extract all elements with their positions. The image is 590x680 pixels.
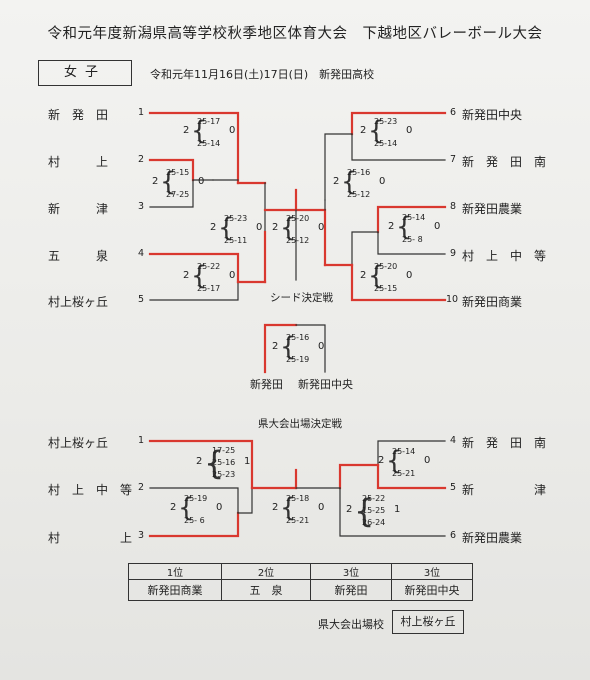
- rank-value: 新発田中央: [391, 579, 473, 601]
- team-name: 新 津: [462, 483, 547, 497]
- team-name: 新発田農業: [462, 531, 523, 545]
- bracket-line: [377, 440, 446, 466]
- team-name: 新 発 田 南: [462, 436, 547, 450]
- team-seed: 4: [138, 248, 145, 259]
- team-name: 村 上: [48, 531, 133, 545]
- team-name: 村 上 中 等: [462, 249, 547, 263]
- team-name: 新 発 田 南: [462, 155, 547, 169]
- division-label: 女子: [38, 60, 132, 86]
- bracket-line: [149, 487, 239, 514]
- bracket-line: [148, 511, 240, 538]
- page-title: 令和元年度新潟県高等学校秋季地区体育大会 下越地区バレーボール大会: [47, 26, 543, 42]
- team-seed: 8: [450, 201, 457, 212]
- rank-header: 3位: [310, 563, 392, 580]
- team-name: 新発田商業: [462, 295, 523, 309]
- bracket-line: [350, 263, 447, 302]
- date-venue: 令和元年11月16日(土)17日(日) 新発田高校: [150, 68, 375, 81]
- team-name: 村 上: [48, 155, 109, 169]
- ranking-table: 1位 2位 3位 3位 新発田商業 五 泉 新発田 新発田中央: [128, 563, 473, 601]
- team-seed: 3: [138, 530, 145, 541]
- bracket-line: [324, 133, 353, 201]
- team-name: 新発田中央: [462, 108, 523, 122]
- prefectural-label: 県大会出場決定戦: [258, 418, 342, 430]
- team-seed: 5: [138, 294, 145, 305]
- team-seed: 1: [138, 435, 145, 446]
- bracket-line: [148, 252, 240, 284]
- team-name: 新 発 田: [48, 108, 109, 122]
- team-seed: 10: [446, 294, 459, 305]
- bracket-line: [376, 205, 447, 234]
- bracket-line: [350, 111, 447, 136]
- bracket-line: [295, 324, 326, 373]
- bracket-line: [351, 133, 446, 161]
- bracket-line: [149, 281, 239, 301]
- team-seed: 6: [450, 530, 457, 541]
- bracket-line: [339, 487, 446, 537]
- team-name: 村 上 中 等: [48, 483, 133, 497]
- team-name: 村上桜ヶ丘: [48, 436, 109, 450]
- team-seed: 7: [450, 154, 457, 165]
- seed-decider-right: 新発田中央: [298, 378, 353, 391]
- qualifier-label: 県大会出場校: [318, 618, 384, 631]
- bracket-line: [148, 158, 195, 182]
- team-seed: 4: [450, 435, 457, 446]
- bracket-line: [237, 487, 253, 514]
- team-seed: 2: [138, 482, 145, 493]
- bracket-line: [377, 231, 446, 255]
- bracket-line: [294, 188, 327, 267]
- rank-value: 新発田: [310, 579, 392, 601]
- team-seed: 6: [450, 107, 457, 118]
- rank-header: 1位: [128, 563, 222, 580]
- bracket-line: [148, 439, 254, 490]
- team-seed: 9: [450, 248, 457, 259]
- bracket-line: [263, 323, 298, 374]
- team-name: 村上桜ヶ丘: [48, 295, 109, 309]
- qualifier-team: 村上桜ヶ丘: [392, 610, 464, 634]
- seed-decider-label: シード決定戦: [270, 292, 333, 304]
- bracket-line: [351, 231, 379, 266]
- bracket-line: [148, 111, 240, 185]
- team-seed: 3: [138, 201, 145, 212]
- rank-value: 五 泉: [221, 579, 311, 601]
- team-name: 五 泉: [48, 249, 109, 263]
- team-seed: 1: [138, 107, 145, 118]
- seed-decider-left: 新発田: [250, 378, 283, 391]
- rank-value: 新発田商業: [128, 579, 222, 601]
- bracket-line: [376, 463, 447, 490]
- team-name: 新 津: [48, 202, 109, 216]
- team-seed: 5: [450, 482, 457, 493]
- team-name: 新発田農業: [462, 202, 523, 216]
- rank-header: 2位: [221, 563, 311, 580]
- bracket-line: [149, 179, 194, 208]
- rank-header: 3位: [391, 563, 473, 580]
- bracket-line: [338, 463, 380, 490]
- team-seed: 2: [138, 154, 145, 165]
